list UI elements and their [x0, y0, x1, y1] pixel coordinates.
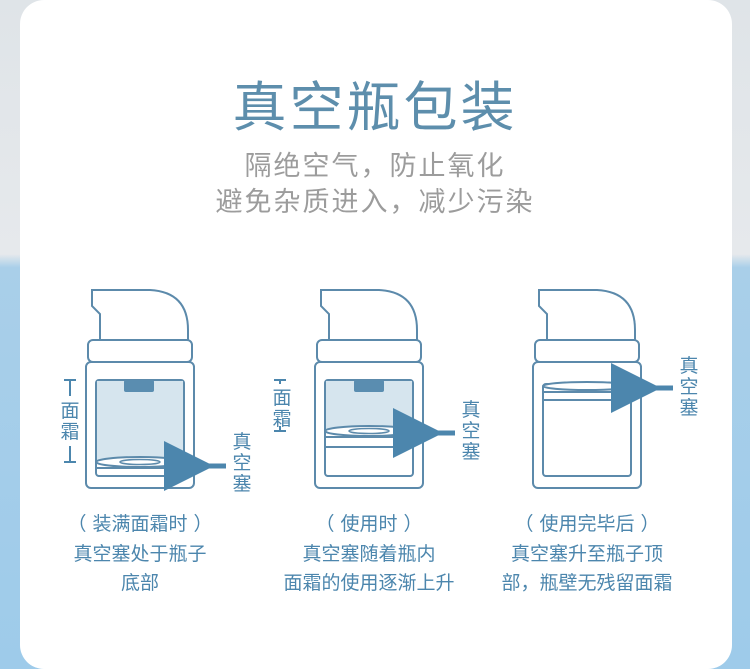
caption-head-2: （ 使用时 ） [315, 513, 423, 535]
piston-label-3: 真空塞 [679, 355, 699, 419]
cream-label-1: 面霜 [60, 400, 80, 443]
bottle-empty [532, 289, 642, 489]
subtitle-line-1: 隔绝空气，防止氧化 [244, 151, 506, 182]
piston-label-2: 真空塞 [461, 399, 481, 463]
piston-label-1: 真空塞 [232, 431, 252, 495]
caption-head-3: （ 使用完毕后 ） [514, 513, 660, 535]
page-title: 真空瓶包装 [232, 76, 518, 139]
caption-body-1: 真空塞处于瓶子 底部 [73, 543, 207, 594]
bottle-full [85, 289, 195, 489]
bottle-in-use [314, 289, 424, 489]
caption-body-2: 真空塞随着瓶内 面霜的使用逐渐上升 [283, 543, 455, 594]
subtitle-line-2: 避免杂质进入，减少污染 [215, 187, 535, 218]
caption-body-3: 真空塞升至瓶子顶 部，瓶壁无残留面霜 [501, 543, 673, 594]
caption-head-1: （ 装满面霜时 ） [67, 513, 213, 535]
cream-label-2: 面霜 [272, 387, 292, 430]
cream-bracket-2 [274, 379, 286, 432]
cream-bracket-1 [64, 379, 76, 463]
